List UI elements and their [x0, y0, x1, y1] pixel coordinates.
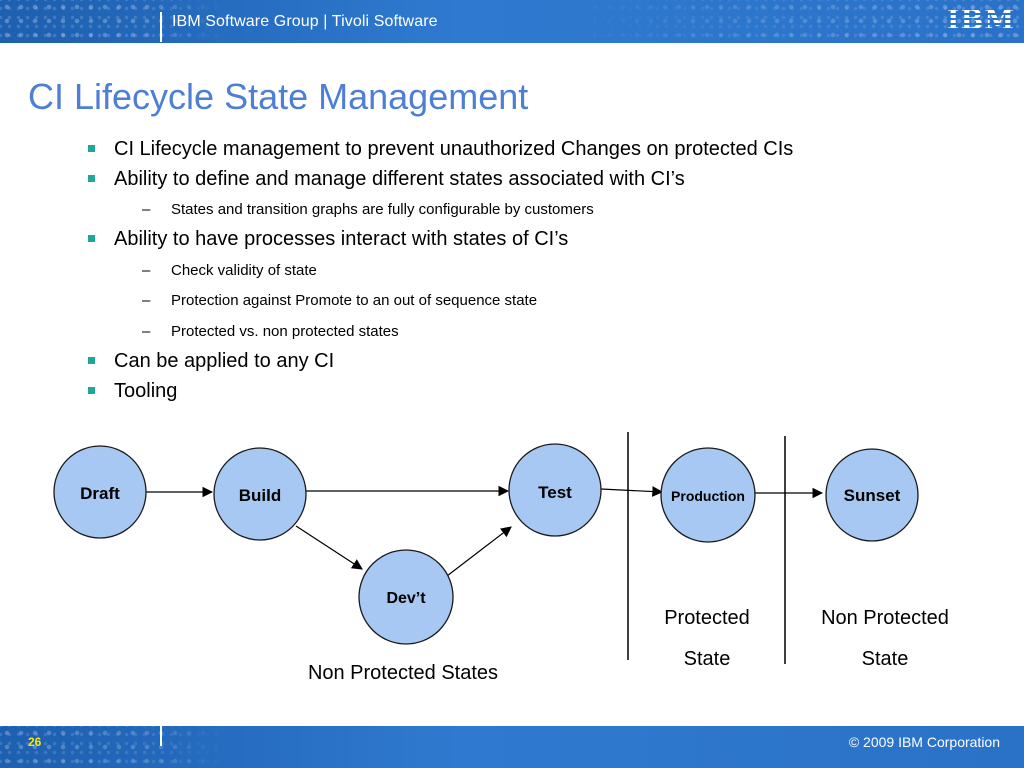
- sub-bullet-text: Protected vs. non protected states: [171, 323, 399, 340]
- state-node-sunset: Sunset: [825, 448, 919, 542]
- state-circle: [53, 445, 147, 539]
- bullet-text: Ability to have processes interact with …: [114, 228, 569, 250]
- state-label-test: Test: [538, 483, 572, 502]
- header-divider: [160, 12, 162, 42]
- state-node-production: Production: [660, 447, 756, 543]
- caption-non-protected-line1: Non Protected: [821, 607, 949, 629]
- state-node-test: Test: [508, 443, 602, 537]
- header-group-text: IBM Software Group | Tivoli Software: [172, 13, 438, 30]
- state-node-build: Build: [213, 447, 307, 541]
- copyright-text: © 2009 IBM Corporation: [848, 734, 1000, 750]
- state-node-devt: Dev’t: [358, 549, 454, 645]
- state-circle: [660, 447, 756, 543]
- caption-non-protected-line2: State: [862, 648, 909, 670]
- sub-bullet-text: Check validity of state: [171, 262, 317, 279]
- dash-bullet-icon: –: [142, 323, 151, 340]
- state-label-production: Production: [671, 488, 745, 504]
- footer-dot-pattern: [0, 726, 1024, 768]
- arrow-devt-to-test: [446, 526, 512, 577]
- sub-bullet-text: Protection against Promote to an out of …: [171, 292, 538, 309]
- square-bullet-icon: [88, 357, 95, 364]
- state-circle: [508, 443, 602, 537]
- caption-protected-line2: State: [684, 648, 731, 670]
- footer-divider: [160, 722, 162, 746]
- ibm-logo: IBM: [946, 5, 1016, 36]
- state-label-devt: Dev’t: [386, 590, 426, 607]
- header-band: [0, 0, 1024, 43]
- header-dot-pattern: [0, 0, 1024, 43]
- state-label-build: Build: [239, 486, 282, 505]
- slide-title: CI Lifecycle State Management: [28, 76, 529, 117]
- caption-protected-line1: Protected: [664, 607, 750, 629]
- caption-non-protected-states: Non Protected States: [308, 662, 498, 684]
- dash-bullet-icon: –: [142, 262, 151, 279]
- state-circle: [213, 447, 307, 541]
- state-circle: [358, 549, 454, 645]
- square-bullet-icon: [88, 145, 95, 152]
- bullet-text: Tooling: [114, 380, 178, 402]
- square-bullet-icon: [88, 235, 95, 242]
- footer-band: [0, 726, 1024, 768]
- sub-bullet-text: States and transition graphs are fully c…: [171, 201, 594, 218]
- bullet-text: Ability to define and manage different s…: [114, 168, 685, 190]
- state-label-draft: Draft: [80, 484, 120, 503]
- bullet-text: CI Lifecycle management to prevent unaut…: [114, 138, 794, 160]
- state-node-draft: Draft: [53, 445, 147, 539]
- dash-bullet-icon: –: [142, 292, 151, 309]
- square-bullet-icon: [88, 387, 95, 394]
- dash-bullet-icon: –: [142, 201, 151, 218]
- page-number: 26: [28, 735, 42, 749]
- arrow-test-to-production: [600, 486, 664, 497]
- bullet-text: Can be applied to any CI: [114, 350, 335, 372]
- square-bullet-icon: [88, 175, 95, 182]
- state-label-sunset: Sunset: [844, 486, 901, 505]
- state-circle: [825, 448, 919, 542]
- arrow-build-to-devt: [295, 525, 363, 570]
